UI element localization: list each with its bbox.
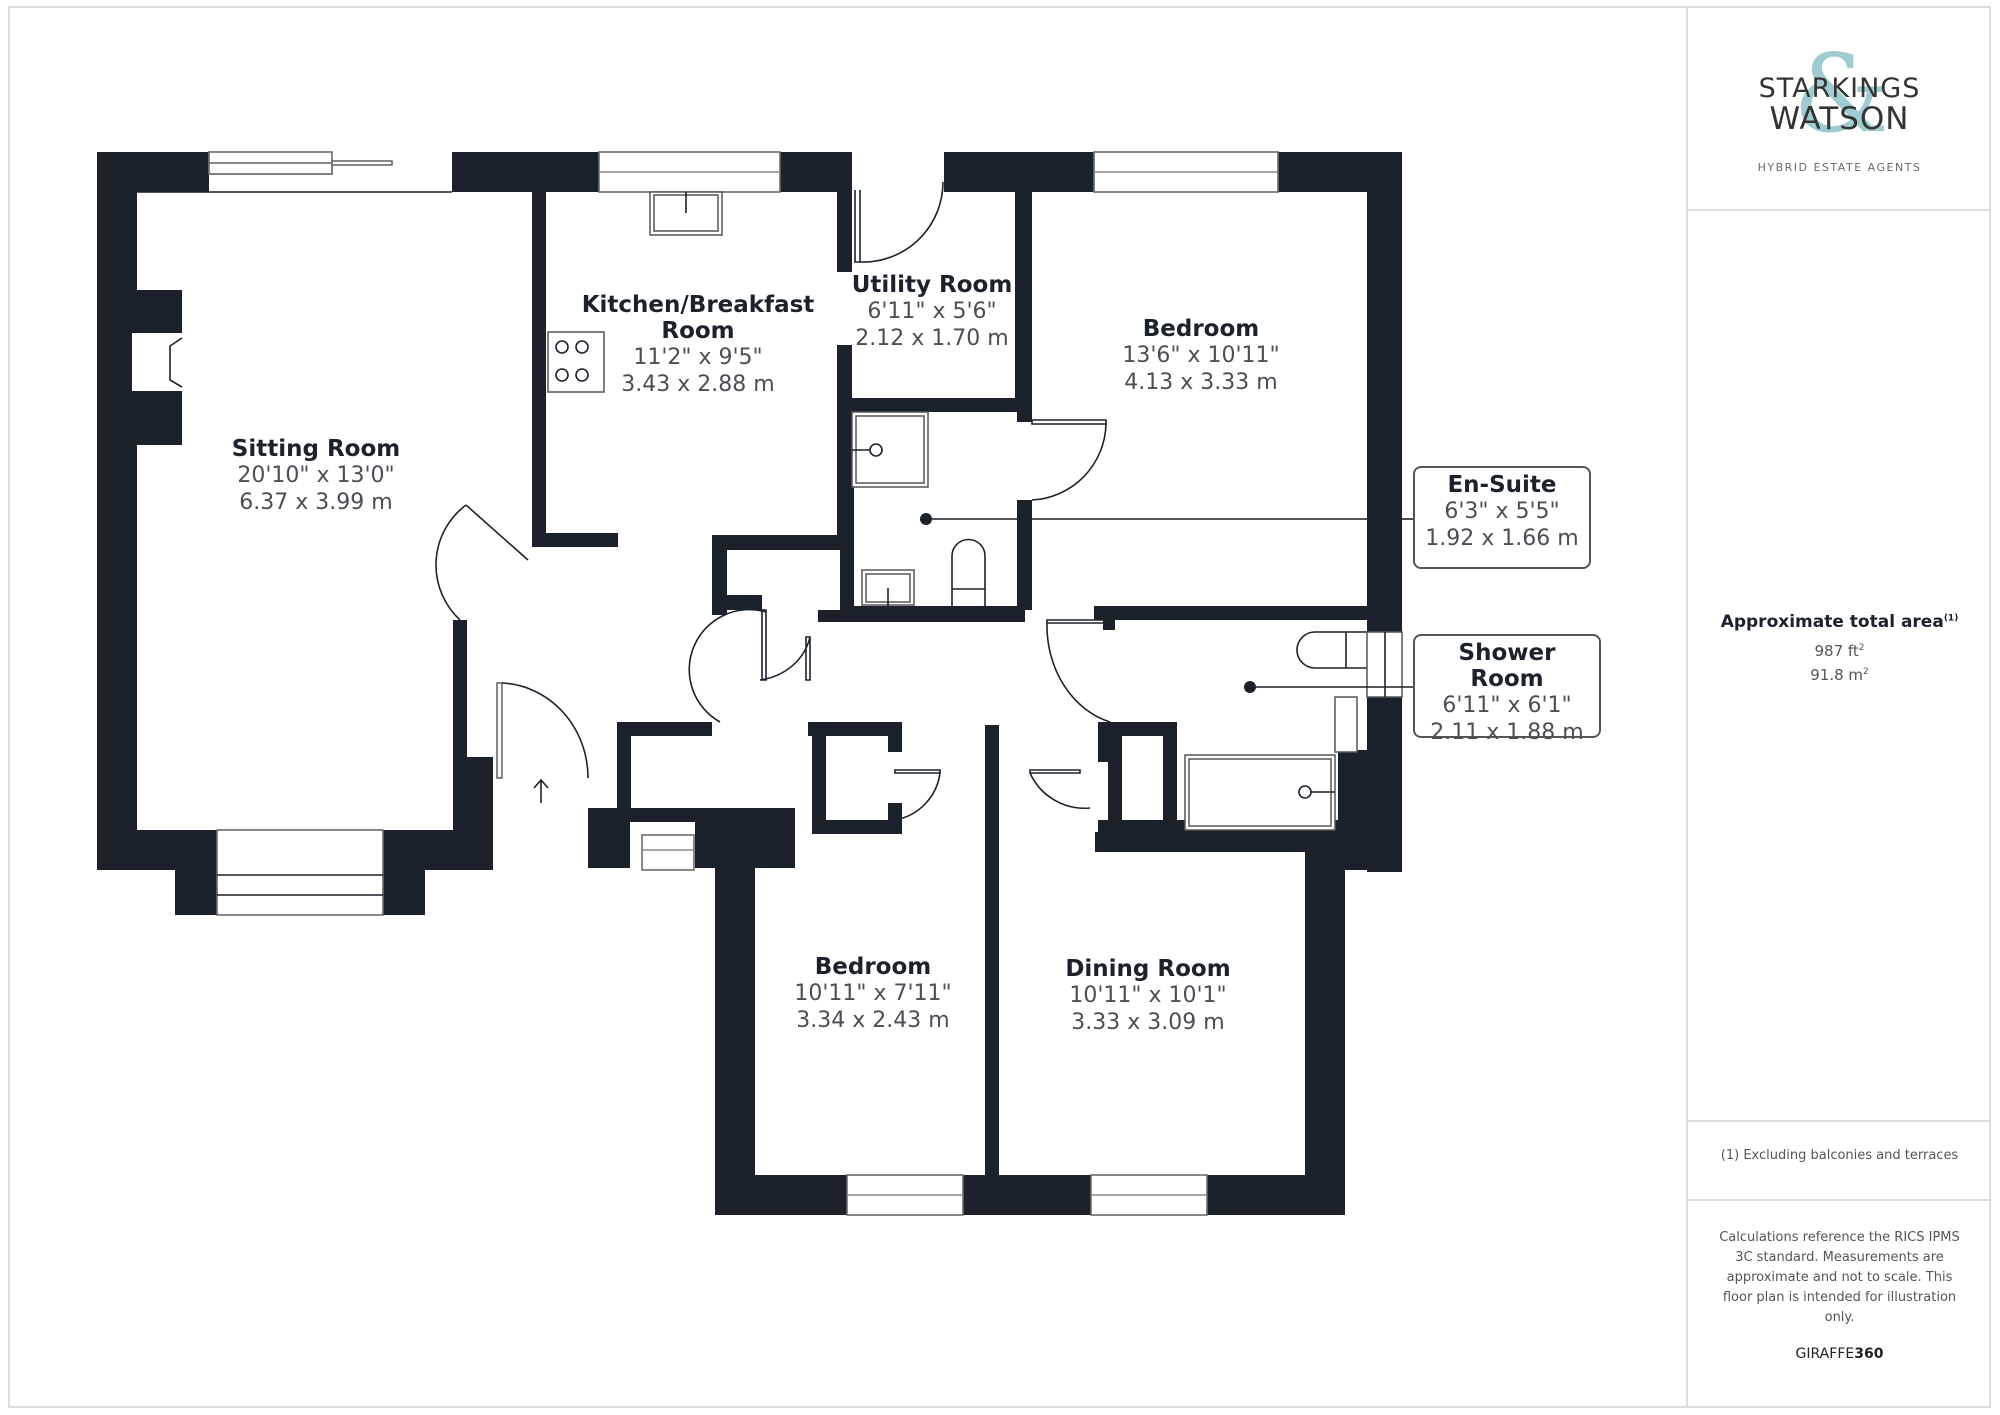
shower-room-door[interactable]	[1046, 619, 1111, 624]
logo-line-2: WATSON	[1769, 101, 1910, 137]
room-dim-imperial: 20'10" x 13'0"	[237, 463, 395, 488]
bedroom1-door[interactable]	[1031, 419, 1107, 425]
room-name: Dining Room	[1065, 956, 1231, 982]
room-name: Bedroom	[1142, 316, 1260, 342]
room-name: Sitting Room	[231, 436, 401, 462]
room-dim-metric: 3.34 x 2.43 m	[796, 1008, 950, 1033]
room-dim-imperial: 10'11" x 7'11"	[794, 981, 952, 1006]
info-panel-border	[1686, 6, 1688, 1408]
ensuite-walls	[840, 412, 1025, 622]
room-name: En-Suite	[1447, 472, 1557, 498]
divider	[1688, 209, 1991, 211]
disclaimer: Calculations reference the RICS IPMS 3C …	[1719, 1230, 1960, 1325]
area-title: Approximate total area(1)	[1720, 612, 1959, 632]
logo-line-1: STARKINGS	[1758, 73, 1921, 104]
ampersand-logo-icon: &	[1793, 32, 1890, 157]
footnote: (1) Excluding balconies and terraces	[1720, 1148, 1959, 1163]
room-dim-imperial: 10'11" x 10'1"	[1069, 983, 1227, 1008]
dining-door[interactable]	[1029, 769, 1081, 774]
callout-en-suite: En-Suite 6'3" x 5'5" 1.92 x 1.66 m	[1413, 466, 1591, 569]
fireplace-hearth	[169, 337, 183, 388]
hob	[547, 331, 605, 393]
divider	[1688, 1120, 1991, 1122]
room-name: Utility Room	[851, 272, 1013, 298]
agency-logo: & STARKINGS WATSON HYBRID ESTATE AGENTS	[1688, 8, 1991, 209]
bay-window	[216, 829, 384, 916]
sitting-room-door[interactable]	[465, 504, 529, 561]
room-label-bedroom-2: Bedroom 10'11" x 7'11" 3.34 x 2.43 m	[794, 954, 951, 1034]
utility-door[interactable]	[854, 190, 861, 263]
hall-door[interactable]	[761, 609, 767, 681]
giraffe360-brand: GIRAFFE360	[1795, 1346, 1884, 1362]
shower-room-marker	[1244, 681, 1256, 693]
room-dim-metric: 2.12 x 1.70 m	[855, 326, 1009, 351]
room-label-utility: Utility Room 6'11" x 5'6" 2.12 x 1.70 m	[852, 272, 1013, 352]
ensuite-toilet	[951, 538, 986, 606]
callout-shower-room: Shower Room 6'11" x 6'1" 2.11 x 1.88 m	[1413, 634, 1601, 745]
room-dim-metric: 6.37 x 3.99 m	[239, 490, 393, 515]
room-label-bedroom-1: Bedroom 13'6" x 10'11" 4.13 x 3.33 m	[1122, 316, 1279, 396]
room-name: Bedroom	[814, 954, 932, 980]
room-dim-imperial: 6'11" x 5'6"	[867, 299, 997, 324]
room-dim-metric: 1.92 x 1.66 m	[1425, 526, 1579, 551]
front-door[interactable]	[496, 682, 503, 779]
room-dim-imperial: 11'2" x 9'5"	[633, 345, 763, 370]
area-sqft: 987 ft2	[1814, 642, 1865, 660]
footnote-marker: (1)	[1943, 613, 1959, 624]
south-walls	[715, 725, 1345, 1215]
area-sqm: 91.8 m2	[1810, 666, 1869, 684]
room-dim-imperial: 6'11" x 6'1"	[1442, 693, 1572, 718]
room-label-dining-room: Dining Room 10'11" x 10'1" 3.33 x 3.09 m	[1065, 956, 1230, 1036]
room-dim-metric: 4.13 x 3.33 m	[1124, 370, 1278, 395]
room-name: Shower Room	[1458, 640, 1556, 692]
cupboard-door[interactable]	[894, 769, 941, 774]
room-dim-imperial: 13'6" x 10'11"	[1122, 343, 1280, 368]
ensuite-marker	[920, 513, 932, 525]
shower-room-basin	[1334, 696, 1358, 753]
window	[641, 834, 695, 871]
total-area: Approximate total area(1) 987 ft2 91.8 m…	[1688, 612, 1991, 684]
room-dim-metric: 3.33 x 3.09 m	[1071, 1010, 1225, 1035]
room-dim-metric: 2.11 x 1.88 m	[1430, 720, 1584, 745]
logo-tagline: HYBRID ESTATE AGENTS	[1757, 161, 1922, 174]
hall-walls	[588, 535, 1402, 870]
divider	[1688, 1199, 1991, 1201]
room-dim-imperial: 6'3" x 5'5"	[1444, 499, 1560, 524]
room-label-kitchen: Kitchen/Breakfast Room 11'2" x 9'5" 3.43…	[582, 292, 815, 398]
room-name-line2: Room	[661, 318, 735, 344]
room-name: Kitchen/Breakfast	[581, 292, 815, 318]
entrance-arrow-icon	[533, 778, 549, 803]
sitting-room-walls	[97, 152, 618, 915]
page-frame	[8, 6, 1991, 1408]
room-dim-metric: 3.43 x 2.88 m	[621, 372, 775, 397]
shower-room-toilet	[1296, 631, 1367, 669]
room-label-sitting-room: Sitting Room 20'10" x 13'0" 6.37 x 3.99 …	[232, 436, 400, 516]
